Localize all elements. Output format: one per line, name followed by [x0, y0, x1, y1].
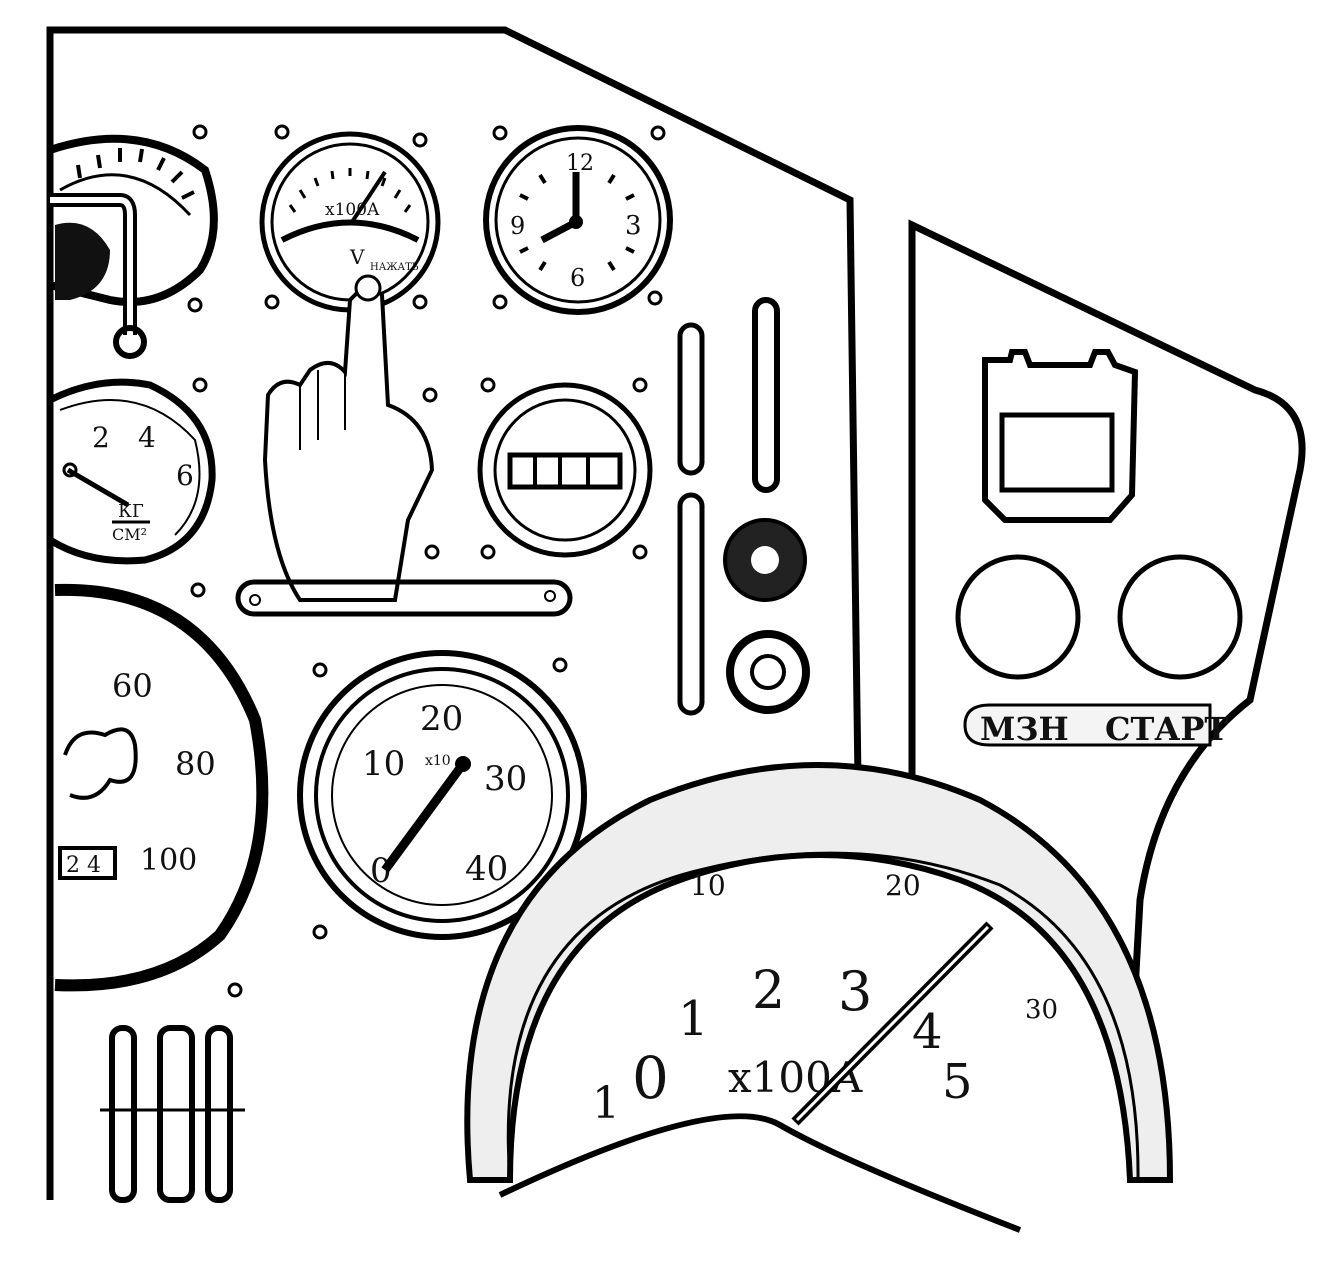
main-panel: [46, 26, 862, 1200]
rpm-mult: x10: [425, 753, 451, 769]
speed-60: 60: [112, 667, 153, 705]
pressure-unit-bottom: СМ²: [112, 525, 147, 544]
selector-indicator: [477, 382, 653, 558]
control-handles: [100, 1025, 245, 1203]
pressure-gauge: 2 4 6 КГ СМ²: [48, 378, 216, 565]
ammeter-pointer-label: V: [349, 245, 365, 269]
tach-0: 0: [632, 1044, 669, 1112]
rpm-20: 20: [420, 699, 463, 739]
pressure-4: 4: [138, 421, 156, 454]
speed-100: 100: [140, 843, 197, 878]
tach-top-10: 10: [690, 869, 726, 902]
hand-pointer-icon: [262, 274, 435, 602]
ammeter-press-label: НАЖАТЬ: [370, 262, 419, 273]
rpm-40: 40: [465, 849, 508, 889]
clock-6: 6: [570, 264, 585, 292]
clock-3: 3: [625, 211, 642, 241]
tachometer-gauge: 10 20 30 0 1 2 3 4 5 1 x100A: [464, 762, 1174, 1233]
tach-5: 5: [942, 1054, 973, 1110]
ammeter-gauge: x100A V НАЖАТЬ: [259, 131, 441, 313]
toggle-levers: [677, 297, 810, 716]
clock-12: 12: [566, 151, 594, 176]
rpm-gauge: 20 10 30 40 0 x10: [297, 650, 587, 940]
tach-4: 4: [912, 1004, 943, 1060]
rpm-10: 10: [362, 744, 405, 784]
clock-9: 9: [510, 212, 525, 240]
side-panel: [908, 219, 1306, 991]
start-switch: [1117, 554, 1243, 680]
ammeter-scale-label: x100A: [325, 200, 380, 220]
panel-screws: [187, 124, 666, 998]
mounting-bracket: [235, 579, 573, 617]
clock-gauge: 12 3 6 9: [483, 125, 673, 315]
tach-top-20: 20: [885, 869, 921, 902]
tach-left-1: 1: [592, 1078, 620, 1129]
start-label: СТАРТ: [1105, 710, 1228, 748]
pressure-2: 2: [92, 421, 110, 454]
pressure-6: 6: [176, 459, 194, 492]
tach-top-30: 30: [1025, 995, 1058, 1025]
fuel-gauge-partial: [48, 134, 218, 359]
pressure-unit-top: КГ: [118, 501, 144, 522]
speed-gauge: 60 80 100 2 4: [54, 583, 269, 992]
tach-2: 2: [752, 961, 785, 1021]
speed-80: 80: [175, 745, 216, 783]
mzn-label: МЗН: [980, 710, 1069, 748]
rpm-30: 30: [484, 759, 527, 799]
speed-counter: 2 4: [66, 853, 101, 878]
switch-label-strip: [963, 703, 1212, 747]
tach-3: 3: [838, 960, 872, 1023]
mzn-switch: [955, 554, 1081, 680]
side-panel-hatch: [982, 349, 1139, 523]
tach-1: 1: [678, 991, 709, 1047]
